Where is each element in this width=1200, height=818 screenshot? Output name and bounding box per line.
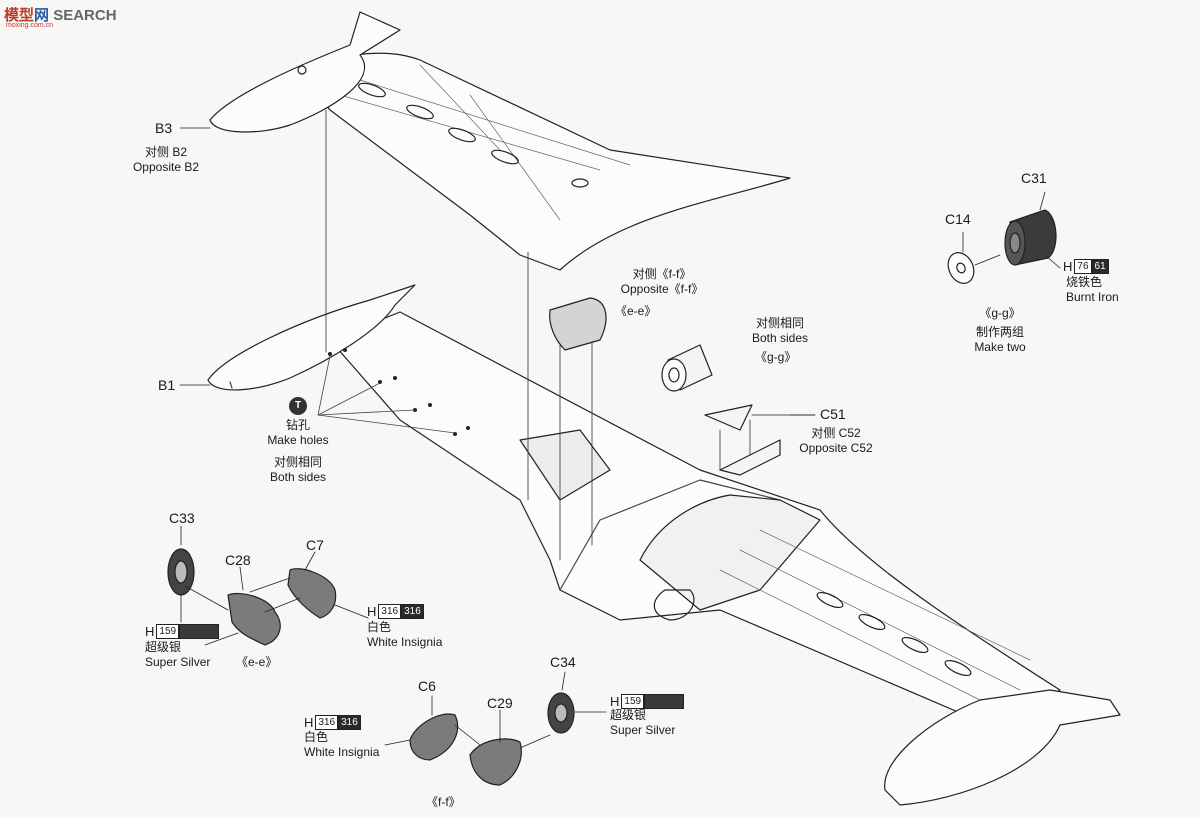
paint-code-burnt-iron: H 76 61 bbox=[1063, 259, 1109, 274]
part-c14 bbox=[947, 252, 975, 284]
burnt-iron-en: Burnt Iron bbox=[1066, 290, 1119, 304]
gg-group-title: 《g-g》 制作两组 Make two bbox=[960, 306, 1040, 355]
silver-1-en: Super Silver bbox=[145, 655, 211, 669]
part-c33 bbox=[167, 548, 195, 596]
part-c29 bbox=[469, 738, 522, 786]
note-white-2: 白色 White Insignia bbox=[304, 730, 379, 760]
gg-title: 《g-g》 bbox=[979, 306, 1021, 320]
part-label-b3: B3 bbox=[155, 120, 173, 136]
note-silver-2: 超级银 Super Silver bbox=[610, 708, 675, 738]
part-label-c28: C28 bbox=[225, 552, 251, 568]
make-holes-note: 钻孔 Make holes bbox=[262, 418, 334, 448]
opposite-ff-note: 对侧《f-f》 Opposite《f-f》 bbox=[612, 267, 712, 297]
note-c51-en: Opposite C52 bbox=[799, 441, 873, 455]
paint-code-h-3: H bbox=[145, 624, 155, 639]
paint-code-316-a: 316 bbox=[378, 604, 402, 619]
part-label-c7: C7 bbox=[306, 537, 324, 553]
part-c7 bbox=[287, 568, 337, 619]
both-sides-2-cn: 对侧相同 bbox=[755, 316, 804, 330]
paint-code-h-4: H bbox=[610, 694, 620, 709]
paint-code-159-b: 159 bbox=[621, 694, 645, 709]
white-1-en: White Insignia bbox=[367, 635, 443, 649]
white-2-en: White Insignia bbox=[304, 745, 380, 759]
note-burnt-iron: 烧铁色 Burnt Iron bbox=[1066, 275, 1119, 305]
part-label-b1: B1 bbox=[158, 377, 176, 393]
paint-code-h-5: H bbox=[304, 715, 314, 730]
make-two-en: Make two bbox=[974, 340, 1026, 354]
ff-group-title: 《f-f》 bbox=[426, 795, 461, 809]
paint-code-316-b: 316 bbox=[401, 604, 424, 619]
drill-holes bbox=[328, 348, 470, 436]
silver-2-cn: 超级银 bbox=[610, 708, 647, 722]
ee-group-title: 《e-e》 bbox=[236, 655, 278, 669]
silver-2-en: Super Silver bbox=[610, 723, 676, 737]
part-c6 bbox=[409, 713, 459, 761]
nozzle-part bbox=[549, 297, 607, 351]
drill-icon: T bbox=[289, 397, 307, 415]
paint-code-61: 61 bbox=[1091, 259, 1109, 274]
white-1-cn: 白色 bbox=[367, 620, 392, 634]
note-silver-1: 超级银 Super Silver bbox=[145, 640, 210, 670]
both-sides-1-en: Both sides bbox=[269, 470, 327, 484]
paint-code-316-d: 316 bbox=[338, 715, 361, 730]
part-c28 bbox=[227, 592, 281, 646]
tip-tank-b1 bbox=[207, 284, 416, 391]
paint-code-silver-1: H 159 bbox=[145, 624, 220, 639]
white-2-cn: 白色 bbox=[304, 730, 329, 744]
note-white-1: 白色 White Insignia bbox=[367, 620, 442, 650]
paint-code-h-2: H bbox=[367, 604, 377, 619]
part-label-c29: C29 bbox=[487, 695, 513, 711]
part-label-c31: C31 bbox=[1021, 170, 1047, 186]
note-b3-en: Opposite B2 bbox=[132, 160, 200, 174]
part-label-c34: C34 bbox=[550, 654, 576, 670]
paint-swatch-silver-1 bbox=[179, 624, 220, 639]
opposite-ff-en: Opposite《f-f》 bbox=[620, 282, 704, 296]
part-c34 bbox=[547, 692, 575, 734]
note-b3: 对侧 B2 Opposite B2 bbox=[130, 145, 202, 175]
paint-code-76: 76 bbox=[1074, 259, 1092, 274]
watermark-logo: 模型网 SEARCH moxing.com.cn bbox=[4, 7, 117, 29]
part-label-c14: C14 bbox=[945, 211, 971, 227]
make-two-cn: 制作两组 bbox=[975, 325, 1024, 339]
burnt-iron-cn: 烧铁色 bbox=[1066, 275, 1103, 289]
both-sides-note-1: 对侧相同 Both sides bbox=[262, 455, 334, 485]
paint-code-white-1: H 316 316 bbox=[367, 604, 424, 619]
both-sides-note-2: 对侧相同 Both sides bbox=[740, 316, 820, 346]
paint-code-silver-2: H 159 bbox=[610, 694, 685, 709]
make-holes-en: Make holes bbox=[267, 433, 329, 447]
part-label-c6: C6 bbox=[418, 678, 436, 694]
note-c51: 对侧 C52 Opposite C52 bbox=[795, 426, 877, 456]
ref-ee: 《e-e》 bbox=[615, 304, 657, 318]
part-label-c51: C51 bbox=[820, 406, 846, 422]
part-c31 bbox=[1004, 209, 1057, 266]
paint-code-h-1: H bbox=[1063, 259, 1073, 274]
note-b3-cn: 对侧 B2 bbox=[144, 145, 187, 159]
part-label-c33: C33 bbox=[169, 510, 195, 526]
make-holes-cn: 钻孔 bbox=[285, 418, 310, 432]
paint-code-159-a: 159 bbox=[156, 624, 180, 639]
opposite-ff-cn: 对侧《f-f》 bbox=[632, 267, 692, 281]
upper-wing bbox=[209, 11, 791, 271]
ref-gg: 《g-g》 bbox=[755, 350, 797, 364]
paint-swatch-silver-2 bbox=[644, 694, 685, 709]
both-sides-1-cn: 对侧相同 bbox=[273, 455, 322, 469]
both-sides-2-en: Both sides bbox=[751, 331, 809, 345]
cylinder-gg bbox=[661, 344, 713, 392]
lower-wing-fuselage bbox=[329, 311, 1061, 731]
tip-tank-right bbox=[884, 689, 1121, 806]
silver-1-cn: 超级银 bbox=[145, 640, 182, 654]
paint-code-316-c: 316 bbox=[315, 715, 339, 730]
paint-code-white-2: H 316 316 bbox=[304, 715, 361, 730]
note-c51-cn: 对侧 C52 bbox=[811, 426, 861, 440]
fin-c51 bbox=[704, 404, 753, 431]
